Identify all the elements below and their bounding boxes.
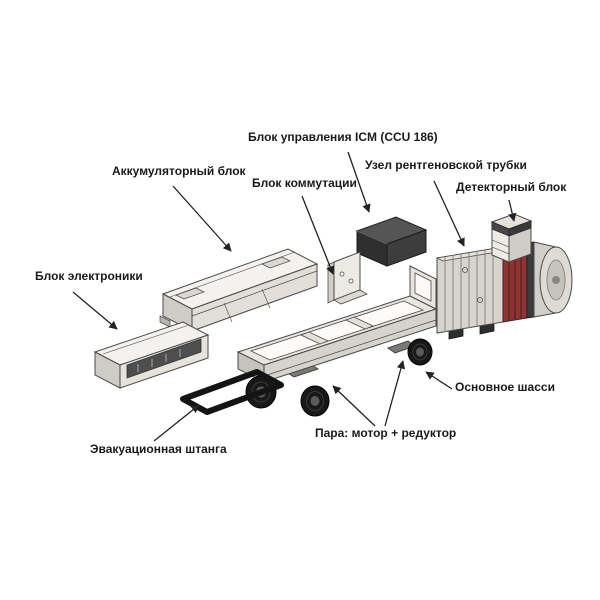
main-chassis-part	[236, 265, 438, 417]
label-xray-tube: Узел рентгеновской трубки	[365, 158, 527, 172]
leader-arrows	[72, 151, 517, 442]
detector-unit-part	[490, 213, 533, 263]
arrow-main-chassis	[425, 371, 453, 390]
arrow-evacuation-rod	[153, 404, 200, 442]
arrow-icm-control-unit	[347, 151, 371, 213]
label-icm-control-unit: Блок управления ICM (CCU 186)	[248, 130, 438, 144]
label-switching-unit: Блок коммутации	[252, 176, 357, 190]
arrow-motor-right	[384, 360, 406, 427]
label-electronics-unit: Блок электроники	[35, 269, 143, 283]
battery-unit-part	[159, 248, 319, 332]
arrow-detector-unit	[508, 199, 517, 222]
arrow-xray-tube	[433, 180, 465, 247]
arrow-motor-left	[332, 385, 376, 427]
wheel	[300, 385, 330, 417]
wheel	[407, 338, 433, 366]
arrow-battery-unit	[172, 185, 232, 252]
label-motor-gearbox: Пара: мотор + редуктор	[315, 426, 457, 440]
label-main-chassis: Основное шасси	[455, 380, 555, 394]
label-battery-unit: Аккумуляторный блок	[112, 164, 246, 178]
switching-unit-part	[327, 251, 368, 305]
label-detector-unit: Детекторный блок	[456, 180, 567, 194]
electronics-unit-part	[93, 321, 210, 389]
xray-tube-assembly-part	[435, 241, 573, 340]
arrow-switching-unit	[301, 195, 335, 275]
arrow-electronics-unit	[72, 291, 118, 330]
label-evacuation-rod: Эвакуационная штанга	[90, 442, 227, 456]
icm-control-unit-part	[355, 216, 428, 267]
